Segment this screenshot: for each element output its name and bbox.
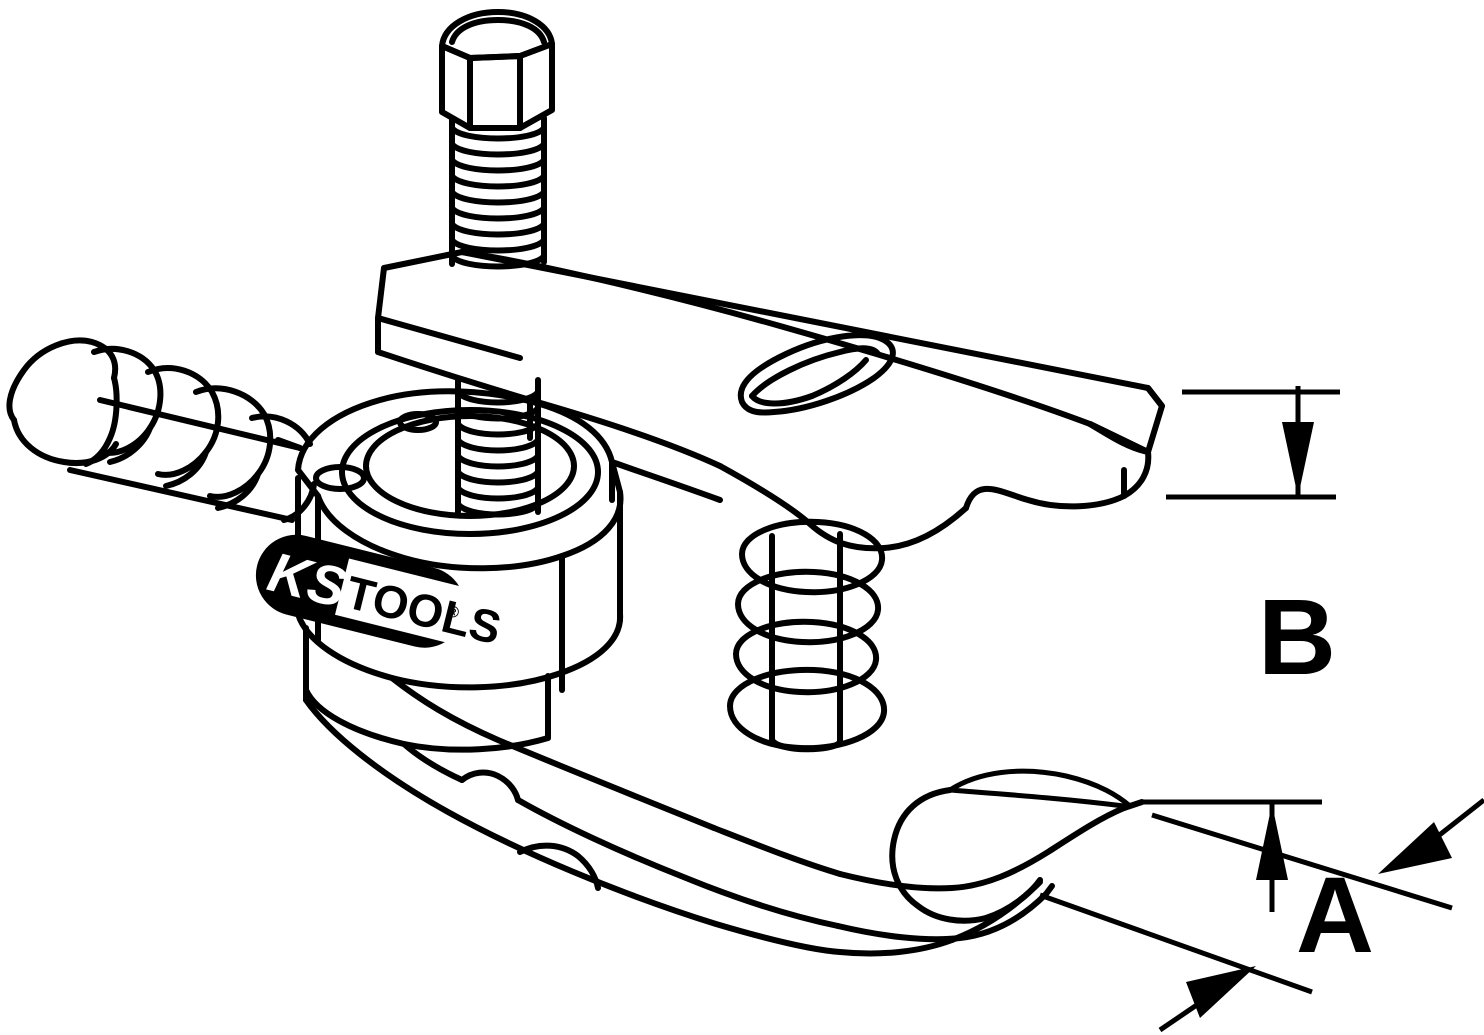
logo-badge-band [334, 558, 484, 644]
hex-bolt-head [439, 9, 555, 131]
dimension-a: A [1039, 798, 1484, 1033]
b-arrow-head [1282, 422, 1314, 497]
small-oval-hole-secondary [397, 411, 439, 433]
a-vertical-arrow-head [1256, 804, 1288, 880]
a-upper-diagonal-leader [1151, 812, 1453, 911]
small-oval-hole [313, 464, 367, 492]
oval-slot [737, 332, 896, 416]
handle-shaft [67, 397, 303, 523]
handle-grip-rings [91, 345, 317, 523]
logo-trademark-symbol: ® [445, 603, 461, 622]
dimension-b-label: B [1258, 576, 1336, 697]
coil-spring [727, 518, 888, 752]
dimension-b: B [1166, 386, 1340, 697]
a-lower-diagonal-leader [1039, 892, 1313, 995]
a-lower-diagonal-arrow [1158, 966, 1256, 1033]
threaded-spindle [449, 115, 547, 518]
dimension-a-label: A [1296, 854, 1374, 975]
a-upper-diagonal-arrow [1378, 798, 1484, 874]
lower-fork-jaw [303, 675, 1145, 957]
